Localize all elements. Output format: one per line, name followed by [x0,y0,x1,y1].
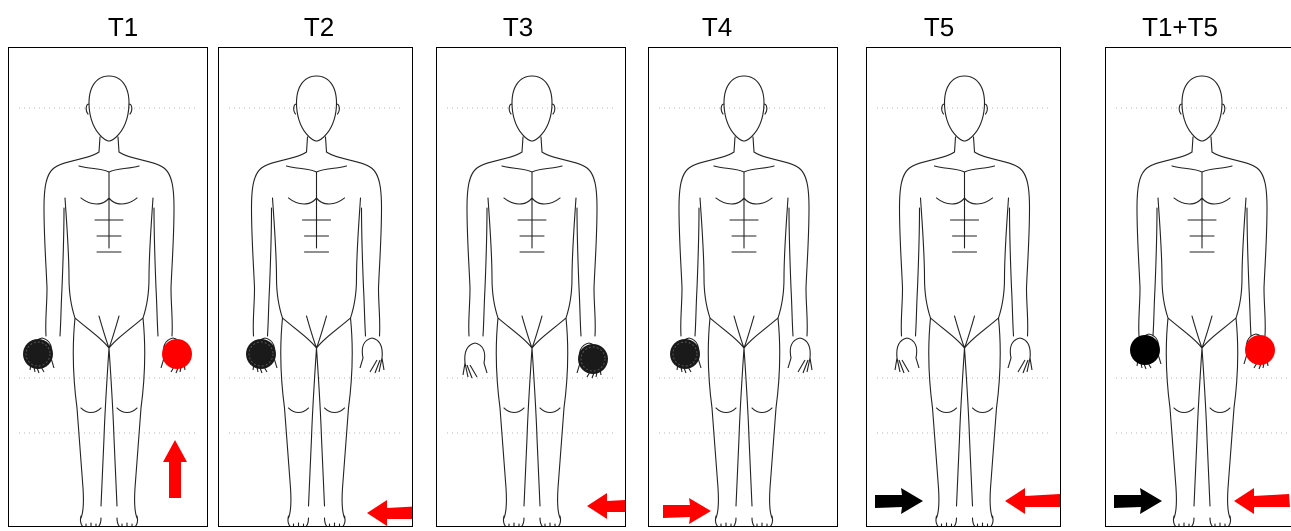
black-arrow-right [1114,488,1162,514]
panel-t1t5 [1105,47,1291,527]
body-figure-t2 [219,48,413,527]
red-marker-left-hand [162,339,192,369]
panel-t3 [436,47,626,527]
red-arrow-left [587,493,626,519]
panel-t1 [8,47,208,527]
red-arrow-left [1005,488,1061,514]
background-dots [447,108,617,433]
red-arrow-left [367,500,413,526]
panel-title-t4: T4 [677,12,757,43]
body-figure-t4 [649,48,838,527]
black-marker-right-hand [1130,335,1160,365]
panel-t5 [866,47,1061,527]
body-outline [467,76,597,527]
body-outline [679,76,809,527]
red-arrow-left [1234,488,1290,514]
background-dots [659,108,829,433]
panel-t4 [648,47,838,527]
black-marker-right-hand [23,339,53,369]
body-outline [252,76,382,527]
panel-title-t2: T2 [279,12,359,43]
panel-t2 [218,47,413,527]
background-dots [229,108,404,433]
body-outline [44,76,174,527]
panel-title-t3: T3 [478,12,558,43]
body-figure-t3 [437,48,626,527]
body-figure-t5 [867,48,1061,527]
background-dots [1116,108,1288,433]
red-marker-left-hand [1245,335,1275,365]
black-arrow-right [875,488,923,514]
body-figure-t1t5 [1106,48,1291,527]
black-marker-right-hand [670,339,700,369]
body-outline [900,76,1030,527]
black-marker-left-hand [578,344,608,374]
panel-title-t1: T1 [83,12,163,43]
black-marker-right-hand [246,339,276,369]
body-figure-t1 [9,48,208,527]
body-outline [1137,76,1267,527]
background-dots [877,108,1052,433]
red-arrow-right [663,498,711,524]
red-arrow-up [163,440,187,498]
panel-title-t1t5: T1+T5 [1125,12,1235,43]
panel-title-t5: T5 [899,12,979,43]
